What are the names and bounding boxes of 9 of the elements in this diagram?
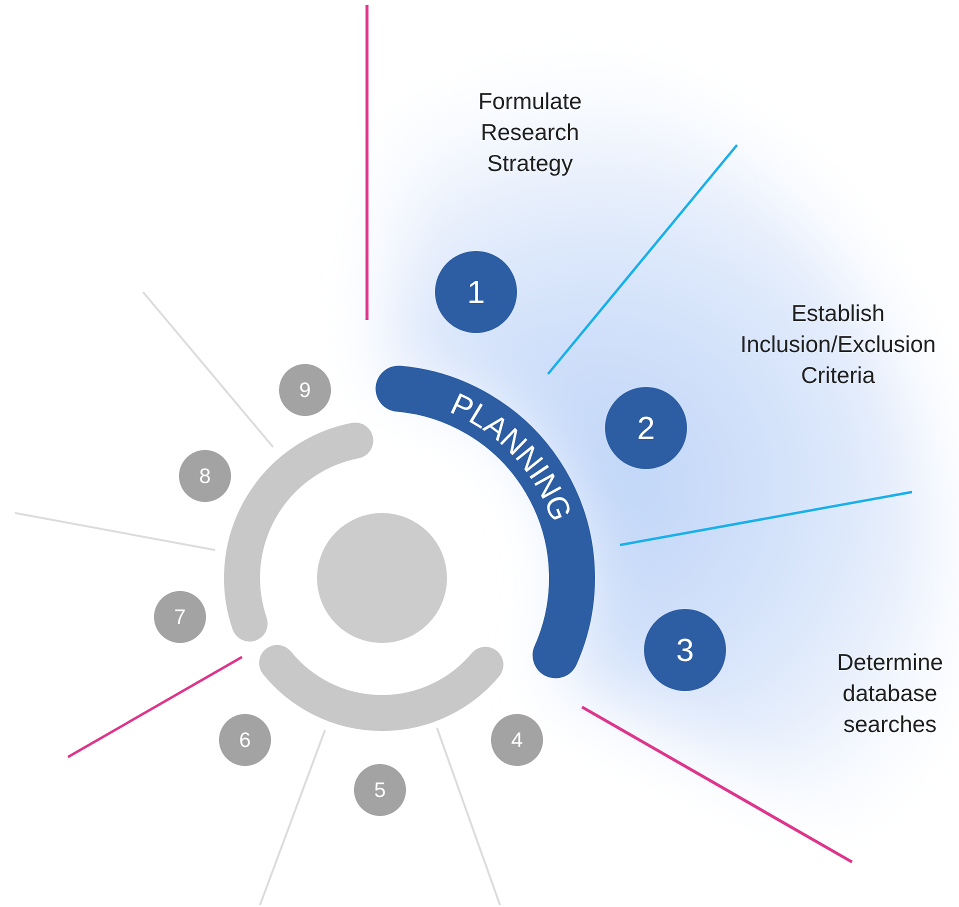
step-number-circle: 4	[491, 714, 543, 766]
step-number-circle: 5	[354, 764, 406, 816]
step-number-circle: 7	[154, 591, 206, 643]
step-label: Establish Inclusion/Exclusion Criteria	[739, 299, 937, 390]
step-label: Determine database searches	[836, 648, 944, 739]
step-number-circle: 6	[219, 714, 271, 766]
step-label: Formulate Research Strategy	[477, 87, 583, 178]
step-number-circle: 9	[279, 364, 331, 416]
step-number-circle: 8	[179, 450, 231, 502]
